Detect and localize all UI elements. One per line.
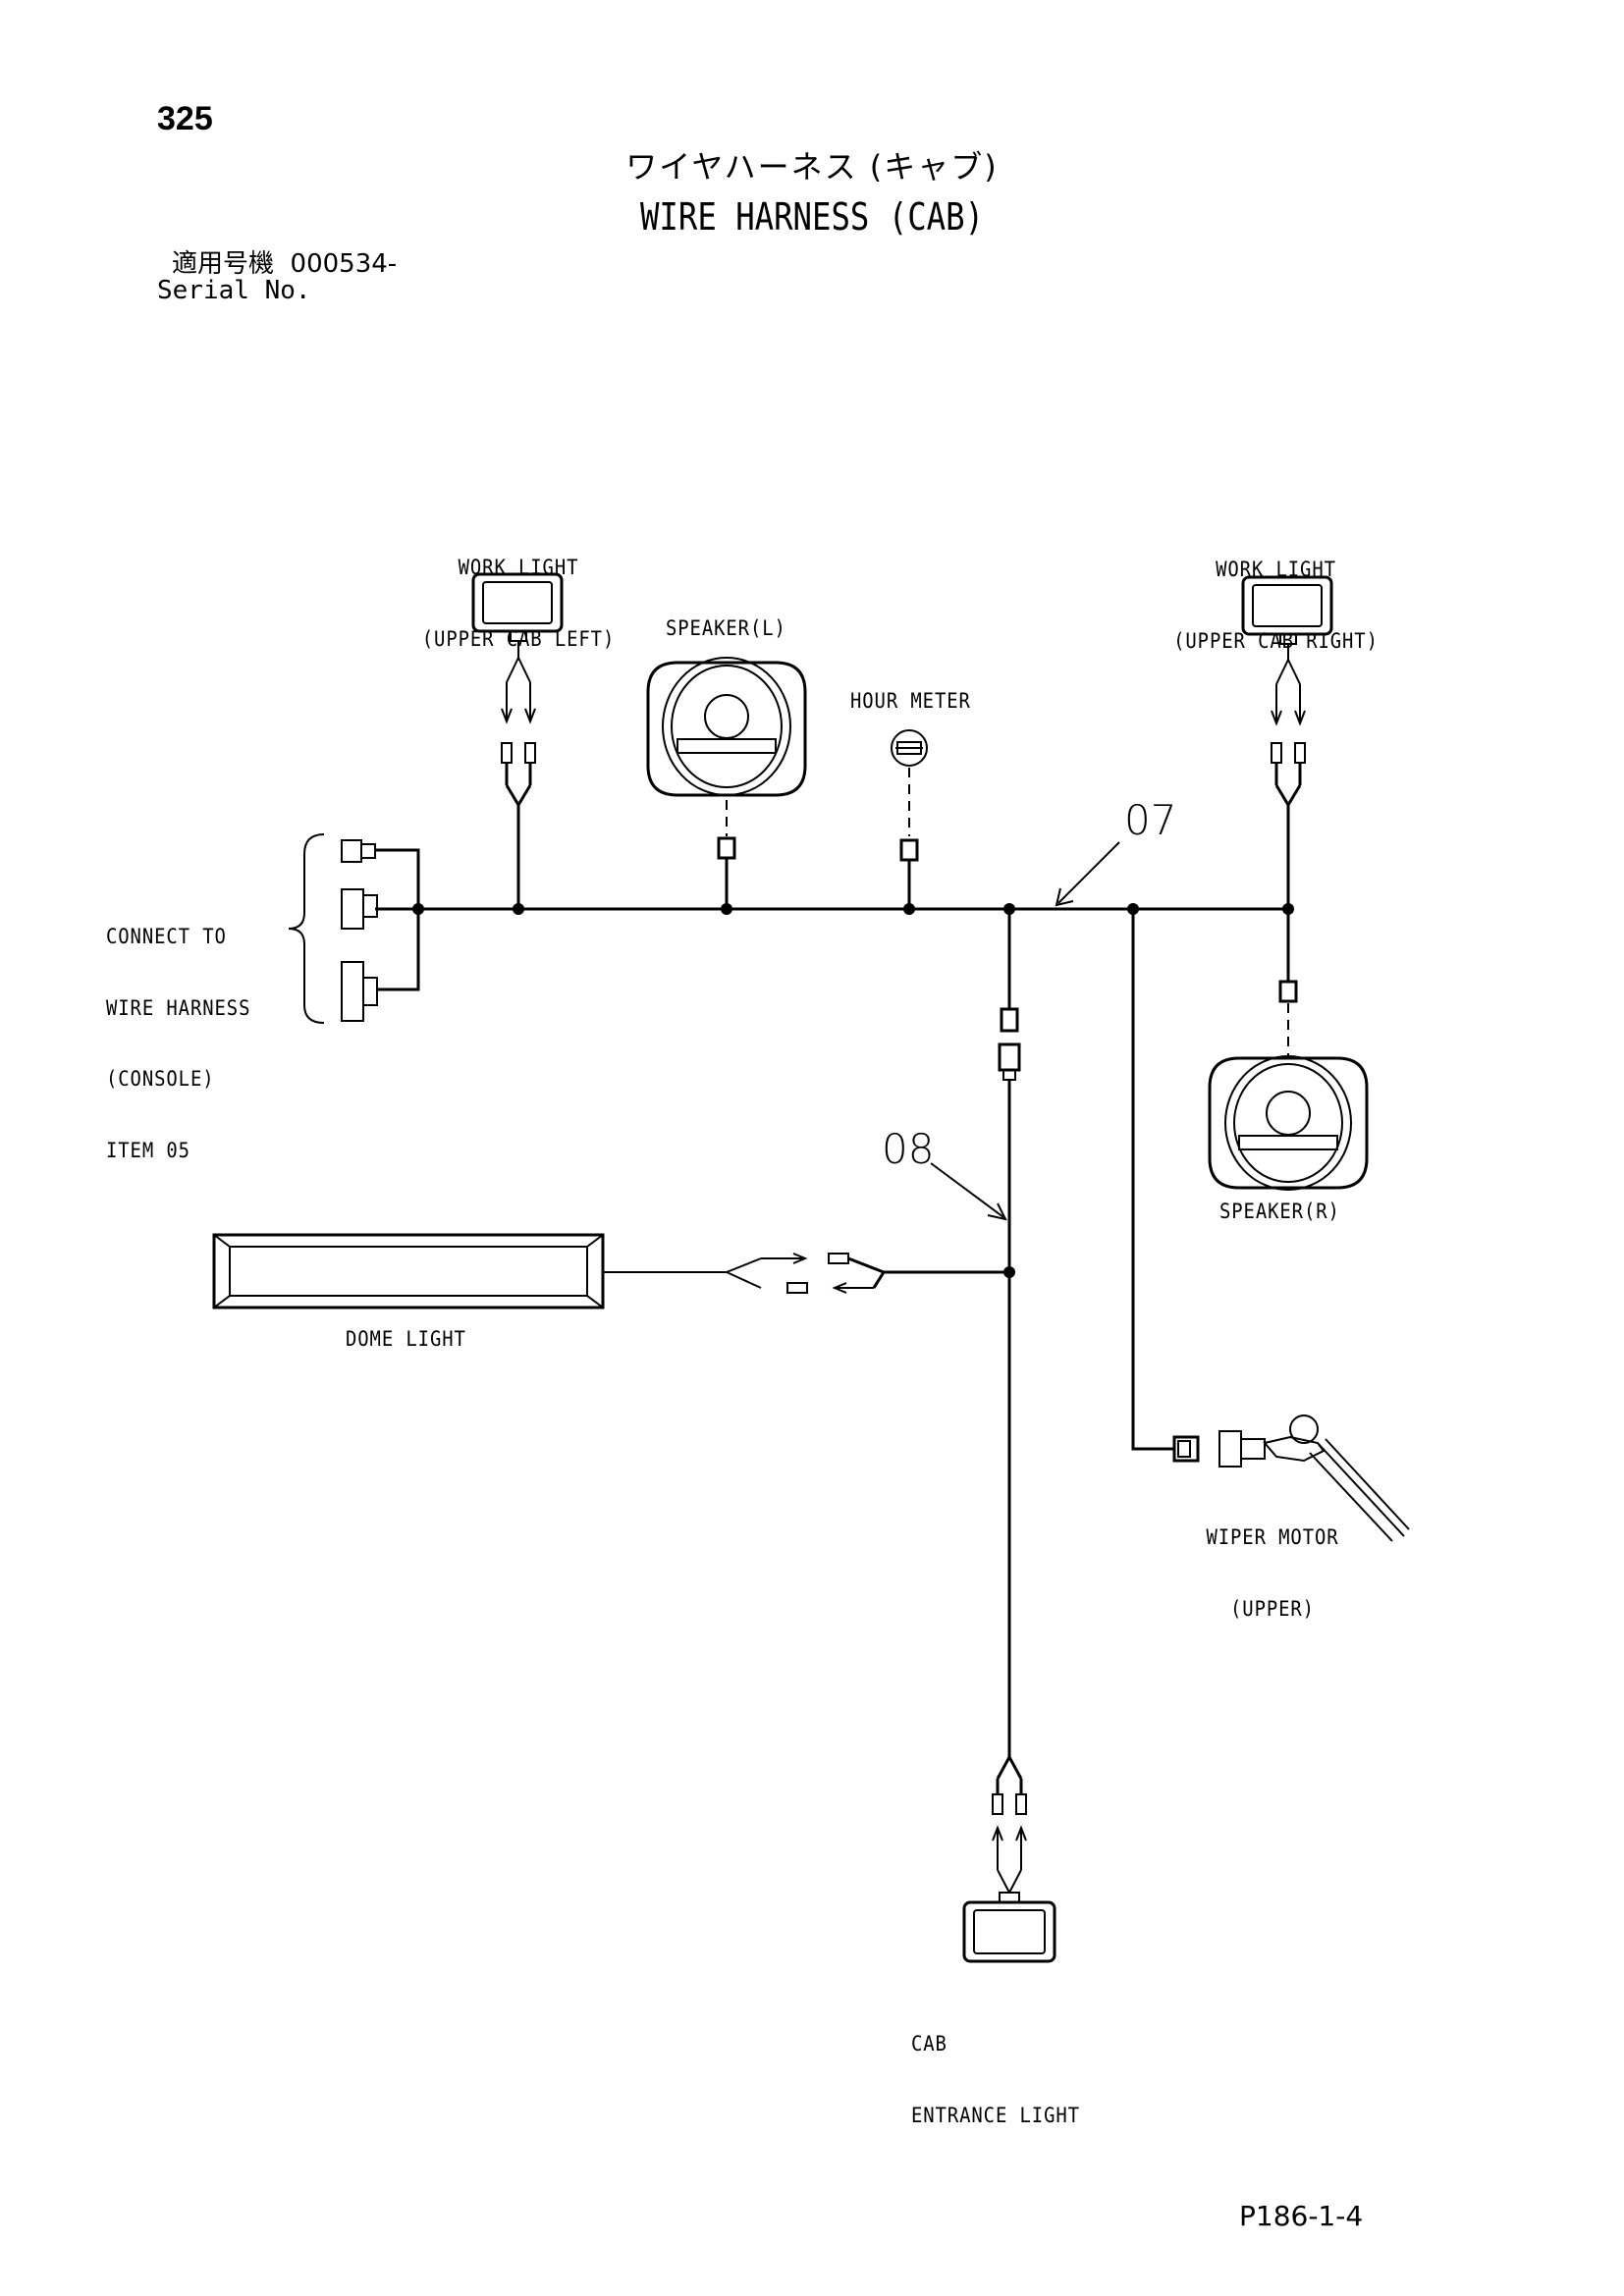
- callout-08: 08: [882, 1125, 1007, 1221]
- footer-page-code: P186-1-4: [1239, 2200, 1364, 2232]
- work-light-left-line1: WORK LIGHT: [458, 556, 579, 580]
- cab-entrance-light-symbol: [962, 1756, 1056, 1963]
- cab-entrance-light-label: CAB ENTRANCE LIGHT: [911, 1985, 1080, 2151]
- speaker-left-label: SPEAKER(L): [666, 616, 786, 640]
- console-connection-label: CONNECT TO WIRE HARNESS (CONSOLE) ITEM 0…: [106, 878, 250, 1186]
- speaker-left-symbol: [646, 657, 807, 915]
- wiper-motor-label: WIPER MOTOR (UPPER): [1184, 1478, 1361, 1644]
- console-connection-line3: (CONSOLE): [106, 1067, 215, 1092]
- title-japanese: ワイヤハーネス (キャブ): [625, 148, 999, 186]
- console-brace: [288, 833, 325, 1024]
- work-light-right-line1: WORK LIGHT: [1216, 558, 1336, 582]
- wiper-motor-line1: WIPER MOTOR: [1206, 1525, 1339, 1550]
- callout-07-label: 07: [1124, 796, 1176, 844]
- work-light-right-line2: (UPPER CAB RIGHT): [1173, 628, 1379, 653]
- hour-meter-symbol: [891, 729, 928, 915]
- serial-label-english: Serial No.: [157, 276, 311, 305]
- dome-light-symbol: [212, 1233, 1009, 1309]
- work-light-right-label: WORK LIGHT (UPPER CAB RIGHT): [1157, 510, 1395, 676]
- speaker-right-label: SPEAKER(R): [1219, 1200, 1340, 1223]
- wiper-motor-line2: (UPPER): [1230, 1596, 1315, 1621]
- title-english: WIRE HARNESS (CAB): [639, 195, 985, 239]
- branch-08: [998, 909, 1021, 1757]
- console-connectors: [288, 833, 424, 1024]
- work-light-left-label: WORK LIGHT (UPPER CAB LEFT): [412, 508, 624, 674]
- console-connection-line4: ITEM 05: [106, 1138, 190, 1162]
- serial-label-japanese: 適用号機: [172, 249, 275, 279]
- work-light-right: [1241, 575, 1333, 909]
- console-connector-3: [341, 961, 364, 1022]
- console-connection-line2: WIRE HARNESS: [106, 995, 251, 1020]
- page-number: 325: [157, 100, 213, 137]
- console-connector-2: [341, 888, 364, 930]
- cab-entrance-light-line1: CAB: [911, 2032, 947, 2056]
- console-connection-line1: CONNECT TO: [106, 925, 227, 949]
- callout-08-label: 08: [882, 1125, 934, 1173]
- console-connector-1: [341, 839, 362, 863]
- serial-value: 000534-: [290, 249, 398, 279]
- dome-light-label: DOME LIGHT: [346, 1327, 466, 1351]
- hour-meter-label: HOUR METER: [850, 689, 971, 713]
- speaker-right-symbol: [1208, 909, 1369, 1191]
- serial-line-japanese: 適用号機 000534-: [172, 249, 398, 280]
- wiper-motor-symbol: [1131, 909, 1410, 1542]
- work-light-left: [471, 572, 564, 915]
- work-light-left-line2: (UPPER CAB LEFT): [421, 626, 616, 651]
- cab-entrance-light-line2: ENTRANCE LIGHT: [911, 2103, 1080, 2127]
- callout-07: 07: [1055, 796, 1176, 907]
